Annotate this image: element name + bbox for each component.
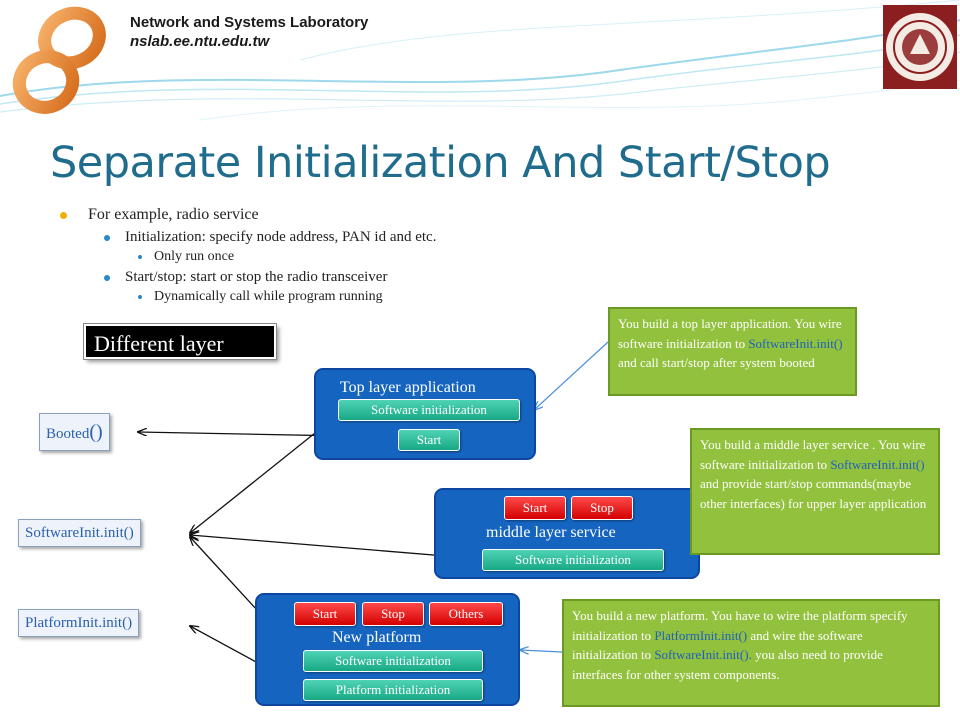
- lab-name: Network and Systems Laboratory: [130, 14, 369, 31]
- new-platform-panel: Start Stop Others New platform Software …: [255, 593, 520, 706]
- note-text: and wire the software initialization to: [572, 627, 863, 663]
- middle-stop-pill: Stop: [571, 496, 633, 520]
- lab-url: nslab.ee.ntu.edu.tw: [130, 33, 270, 50]
- software-init-box: SoftwareInit.init(): [18, 519, 141, 547]
- note-text: You build a new platform. You have to wi…: [572, 608, 908, 643]
- university-seal-icon: [883, 5, 957, 89]
- note-link-text: SoftwareInit.init(): [748, 335, 843, 351]
- booted-label: Booted: [46, 426, 90, 442]
- bullet-l2a: Initialization: specify node address, PA…: [125, 229, 437, 245]
- note-new-platform: You build a new platform. You have to wi…: [562, 599, 940, 707]
- note-link-text: PlatformInit.init(): [654, 627, 748, 643]
- note-text: and provide start/stop commands(maybe ot…: [700, 476, 927, 511]
- bullet-dot-icon: [138, 295, 142, 299]
- top-layer-panel: Top layer application Software initializ…: [314, 368, 536, 460]
- bullet-l2b: Start/stop: start or stop the radio tran…: [125, 269, 388, 285]
- note-text: You build a middle layer service . You w…: [700, 437, 926, 472]
- bullet-l3a: Only run once: [154, 249, 235, 264]
- slide-title: Separate Initialization And Start/Stop: [50, 138, 831, 188]
- bullet-dot-icon: [138, 255, 142, 259]
- platform-platform-init-pill: Platform initialization: [303, 679, 483, 701]
- bullet-l3b: Dynamically call while program running: [154, 289, 383, 304]
- middle-layer-title: middle layer service: [486, 524, 616, 541]
- platform-start-pill: Start: [294, 602, 356, 626]
- platform-others-pill: Others: [429, 602, 503, 626]
- top-start-pill: Start: [398, 429, 460, 451]
- bullet-dot-icon: [104, 275, 110, 281]
- note-text: and call start/stop after system booted: [618, 355, 815, 370]
- bullet-l1: For example, radio service: [88, 206, 259, 223]
- note-text: You build a top layer application. You w…: [618, 316, 842, 351]
- note-middle-layer: You build a middle layer service . You w…: [690, 428, 940, 555]
- new-platform-title: New platform: [332, 629, 422, 646]
- platform-software-init-pill: Software initialization: [303, 650, 483, 672]
- note-top-layer: You build a top layer application. You w…: [608, 307, 857, 396]
- top-software-init-pill: Software initialization: [338, 399, 520, 421]
- top-layer-title: Top layer application: [340, 379, 476, 396]
- bullet-dot-icon: [60, 212, 67, 219]
- platform-stop-pill: Stop: [362, 602, 424, 626]
- booted-event-box: Booted(): [39, 413, 110, 451]
- note-text: you also need to provide interfaces for …: [572, 647, 883, 682]
- middle-software-init-pill: Software initialization: [482, 549, 664, 571]
- booted-parens: (): [89, 421, 103, 443]
- lab-logo-icon: [12, 6, 106, 114]
- note-link-text: SoftwareInit.init(): [830, 456, 925, 472]
- bullet-dot-icon: [104, 235, 110, 241]
- platform-init-box: PlatformInit.init(): [18, 609, 140, 637]
- layer-label: Different layer: [84, 324, 276, 359]
- middle-layer-panel: Start Stop middle layer service Software…: [434, 488, 700, 579]
- middle-start-pill: Start: [504, 496, 566, 520]
- note-link-text: SoftwareInit.init().: [654, 647, 752, 662]
